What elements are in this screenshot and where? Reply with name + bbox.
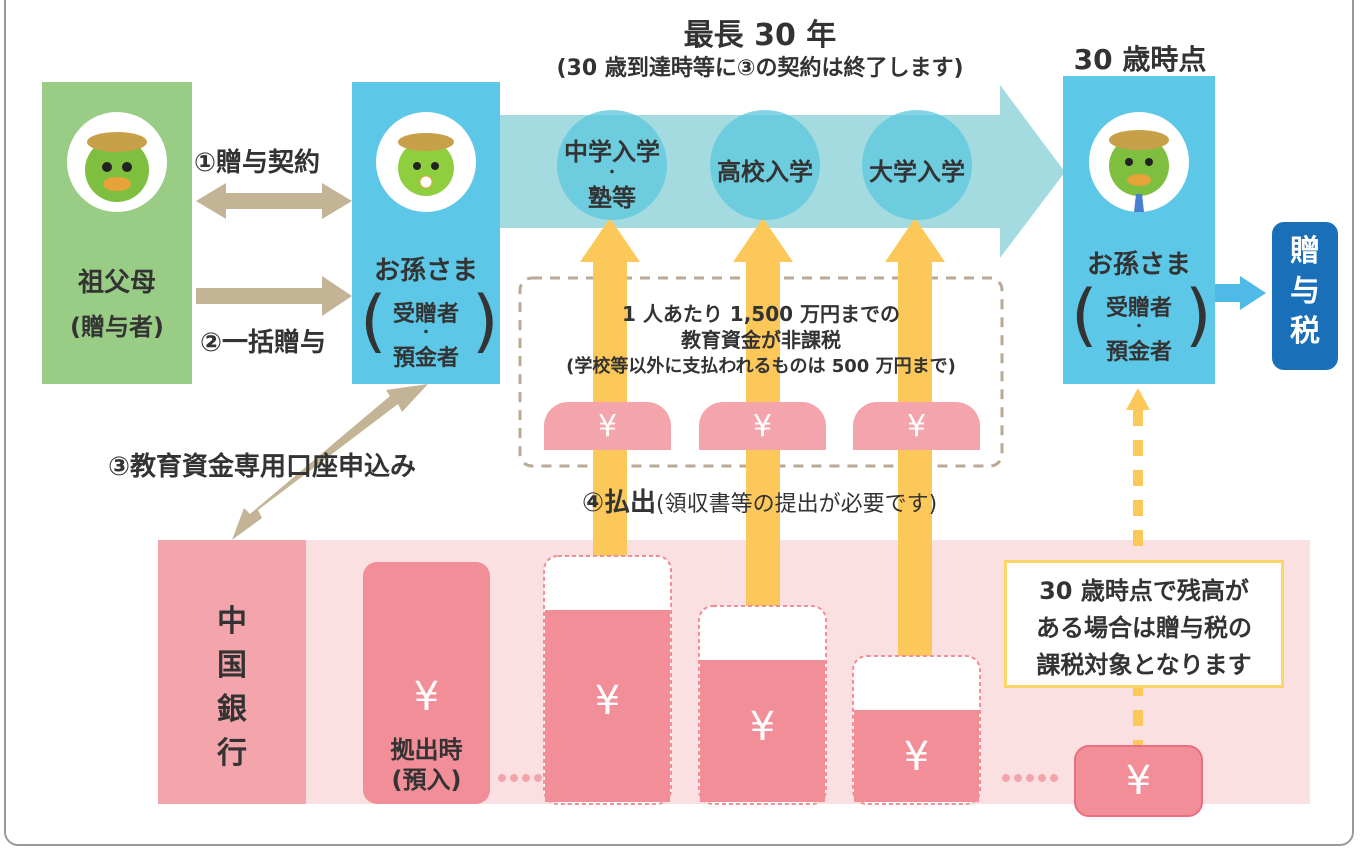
period-note: (30 歳到達時等に③の契約は終了します) bbox=[556, 56, 964, 81]
kappa-grandparent-icon bbox=[85, 132, 149, 202]
paren-right: ) bbox=[472, 282, 499, 361]
depositor-label-end: 預金者 bbox=[1105, 340, 1172, 365]
milestone-circle-2 bbox=[710, 110, 820, 220]
step1-label: ①贈与契約 bbox=[194, 148, 321, 178]
deposit-yen: ¥ bbox=[413, 674, 440, 720]
bank-label: 中国銀行 bbox=[217, 604, 247, 771]
separator-dot-end: ・ bbox=[1132, 319, 1146, 335]
grandparent-role: (贈与者) bbox=[70, 313, 164, 341]
bank-application-arrow bbox=[232, 384, 428, 540]
step2-label: ②一括贈与 bbox=[200, 328, 327, 358]
grandchild-label-end: お孫さま bbox=[1086, 250, 1191, 280]
age30-note-box: 30 歳時点で残高が ある場合は贈与税の 課税対象となります bbox=[1004, 560, 1284, 688]
bank-label-bg bbox=[158, 540, 306, 804]
lump-gift-arrow bbox=[196, 276, 352, 316]
note-line3: 課税対象となります bbox=[1036, 651, 1252, 679]
step4-note: (領収書等の提出が必要です) bbox=[656, 492, 938, 517]
step4-label: ④払出(領収書等の提出が必要です) bbox=[582, 482, 937, 519]
milestone-cram: 塾等 bbox=[588, 184, 636, 212]
deposit-label: 拠出時 bbox=[390, 736, 463, 764]
bank-deposit-boxes bbox=[363, 555, 1203, 817]
step3-label: ③教育資金専用口座申込み bbox=[108, 452, 417, 482]
paren-left: ( bbox=[360, 282, 387, 361]
yen-pill-1: ¥ bbox=[544, 402, 671, 450]
note-line2: ある場合は贈与税の bbox=[1036, 614, 1252, 642]
gift-tax-label: 贈与税 bbox=[1290, 234, 1320, 349]
milestone-dot: ・ bbox=[605, 165, 619, 181]
gift-tax-box: 贈与税 bbox=[1272, 222, 1338, 370]
grandchild-mascot-end bbox=[1089, 112, 1189, 212]
period-title: 最長 30 年 bbox=[683, 18, 837, 53]
remaining-dotted-arrow bbox=[1126, 388, 1150, 750]
diagram-frame bbox=[4, 0, 1354, 846]
bank-dots bbox=[498, 774, 1058, 782]
kappa-adult-icon bbox=[1109, 130, 1169, 212]
tax-free-line3: (学校等以外に支払われるものは 500 万円まで) bbox=[566, 356, 956, 377]
tax-free-line2: 教育資金が非課税 bbox=[681, 328, 841, 352]
grandchild-card-end: お孫さま ( ) 受贈者 ・ 預金者 bbox=[1063, 76, 1215, 384]
grandchild-card-start: お孫さま ( ) 受贈者 ・ 預金者 bbox=[352, 82, 500, 384]
balance-yen-1: ¥ bbox=[594, 678, 621, 724]
yen-pill-2: ¥ bbox=[699, 402, 826, 450]
deposit-sub: (預入) bbox=[391, 766, 462, 794]
note-line1: 30 歳時点で残高が bbox=[1039, 577, 1249, 605]
milestone-university: 大学入学 bbox=[869, 158, 965, 186]
separator-dot-start: ・ bbox=[419, 325, 433, 341]
milestone-junior-high: 中学入学 bbox=[564, 138, 660, 166]
contract-double-arrow bbox=[196, 183, 352, 219]
tax-free-line1: 1 人あたり 1,500 万円までの bbox=[621, 302, 901, 326]
step4-main: ④払出 bbox=[582, 488, 657, 518]
milestone-circle-1 bbox=[557, 110, 667, 220]
balance-yen-3: ¥ bbox=[903, 734, 930, 780]
paren-right-end: ) bbox=[1185, 276, 1212, 355]
grandparent-label: 祖父母 bbox=[77, 268, 156, 298]
recipient-label-end: 受贈者 bbox=[1105, 296, 1172, 321]
age30-title: 30 歳時点 bbox=[1073, 43, 1207, 76]
milestone-high-school: 高校入学 bbox=[717, 158, 813, 186]
balance-yen-2: ¥ bbox=[749, 704, 776, 750]
remaining-yen: ¥ bbox=[1125, 758, 1152, 804]
grandparent-card: 祖父母 (贈与者) bbox=[42, 82, 192, 384]
yen-pill-3: ¥ bbox=[853, 402, 980, 450]
kappa-baby-icon bbox=[398, 133, 454, 196]
grandparent-mascot bbox=[67, 112, 167, 212]
depositor-label-start: 預金者 bbox=[392, 346, 459, 371]
paren-left-end: ( bbox=[1071, 276, 1098, 355]
recipient-label-start: 受贈者 bbox=[392, 302, 459, 327]
milestone-circle-3 bbox=[862, 110, 972, 220]
grandchild-label-start: お孫さま bbox=[373, 256, 478, 286]
grandchild-mascot-start bbox=[376, 112, 476, 212]
